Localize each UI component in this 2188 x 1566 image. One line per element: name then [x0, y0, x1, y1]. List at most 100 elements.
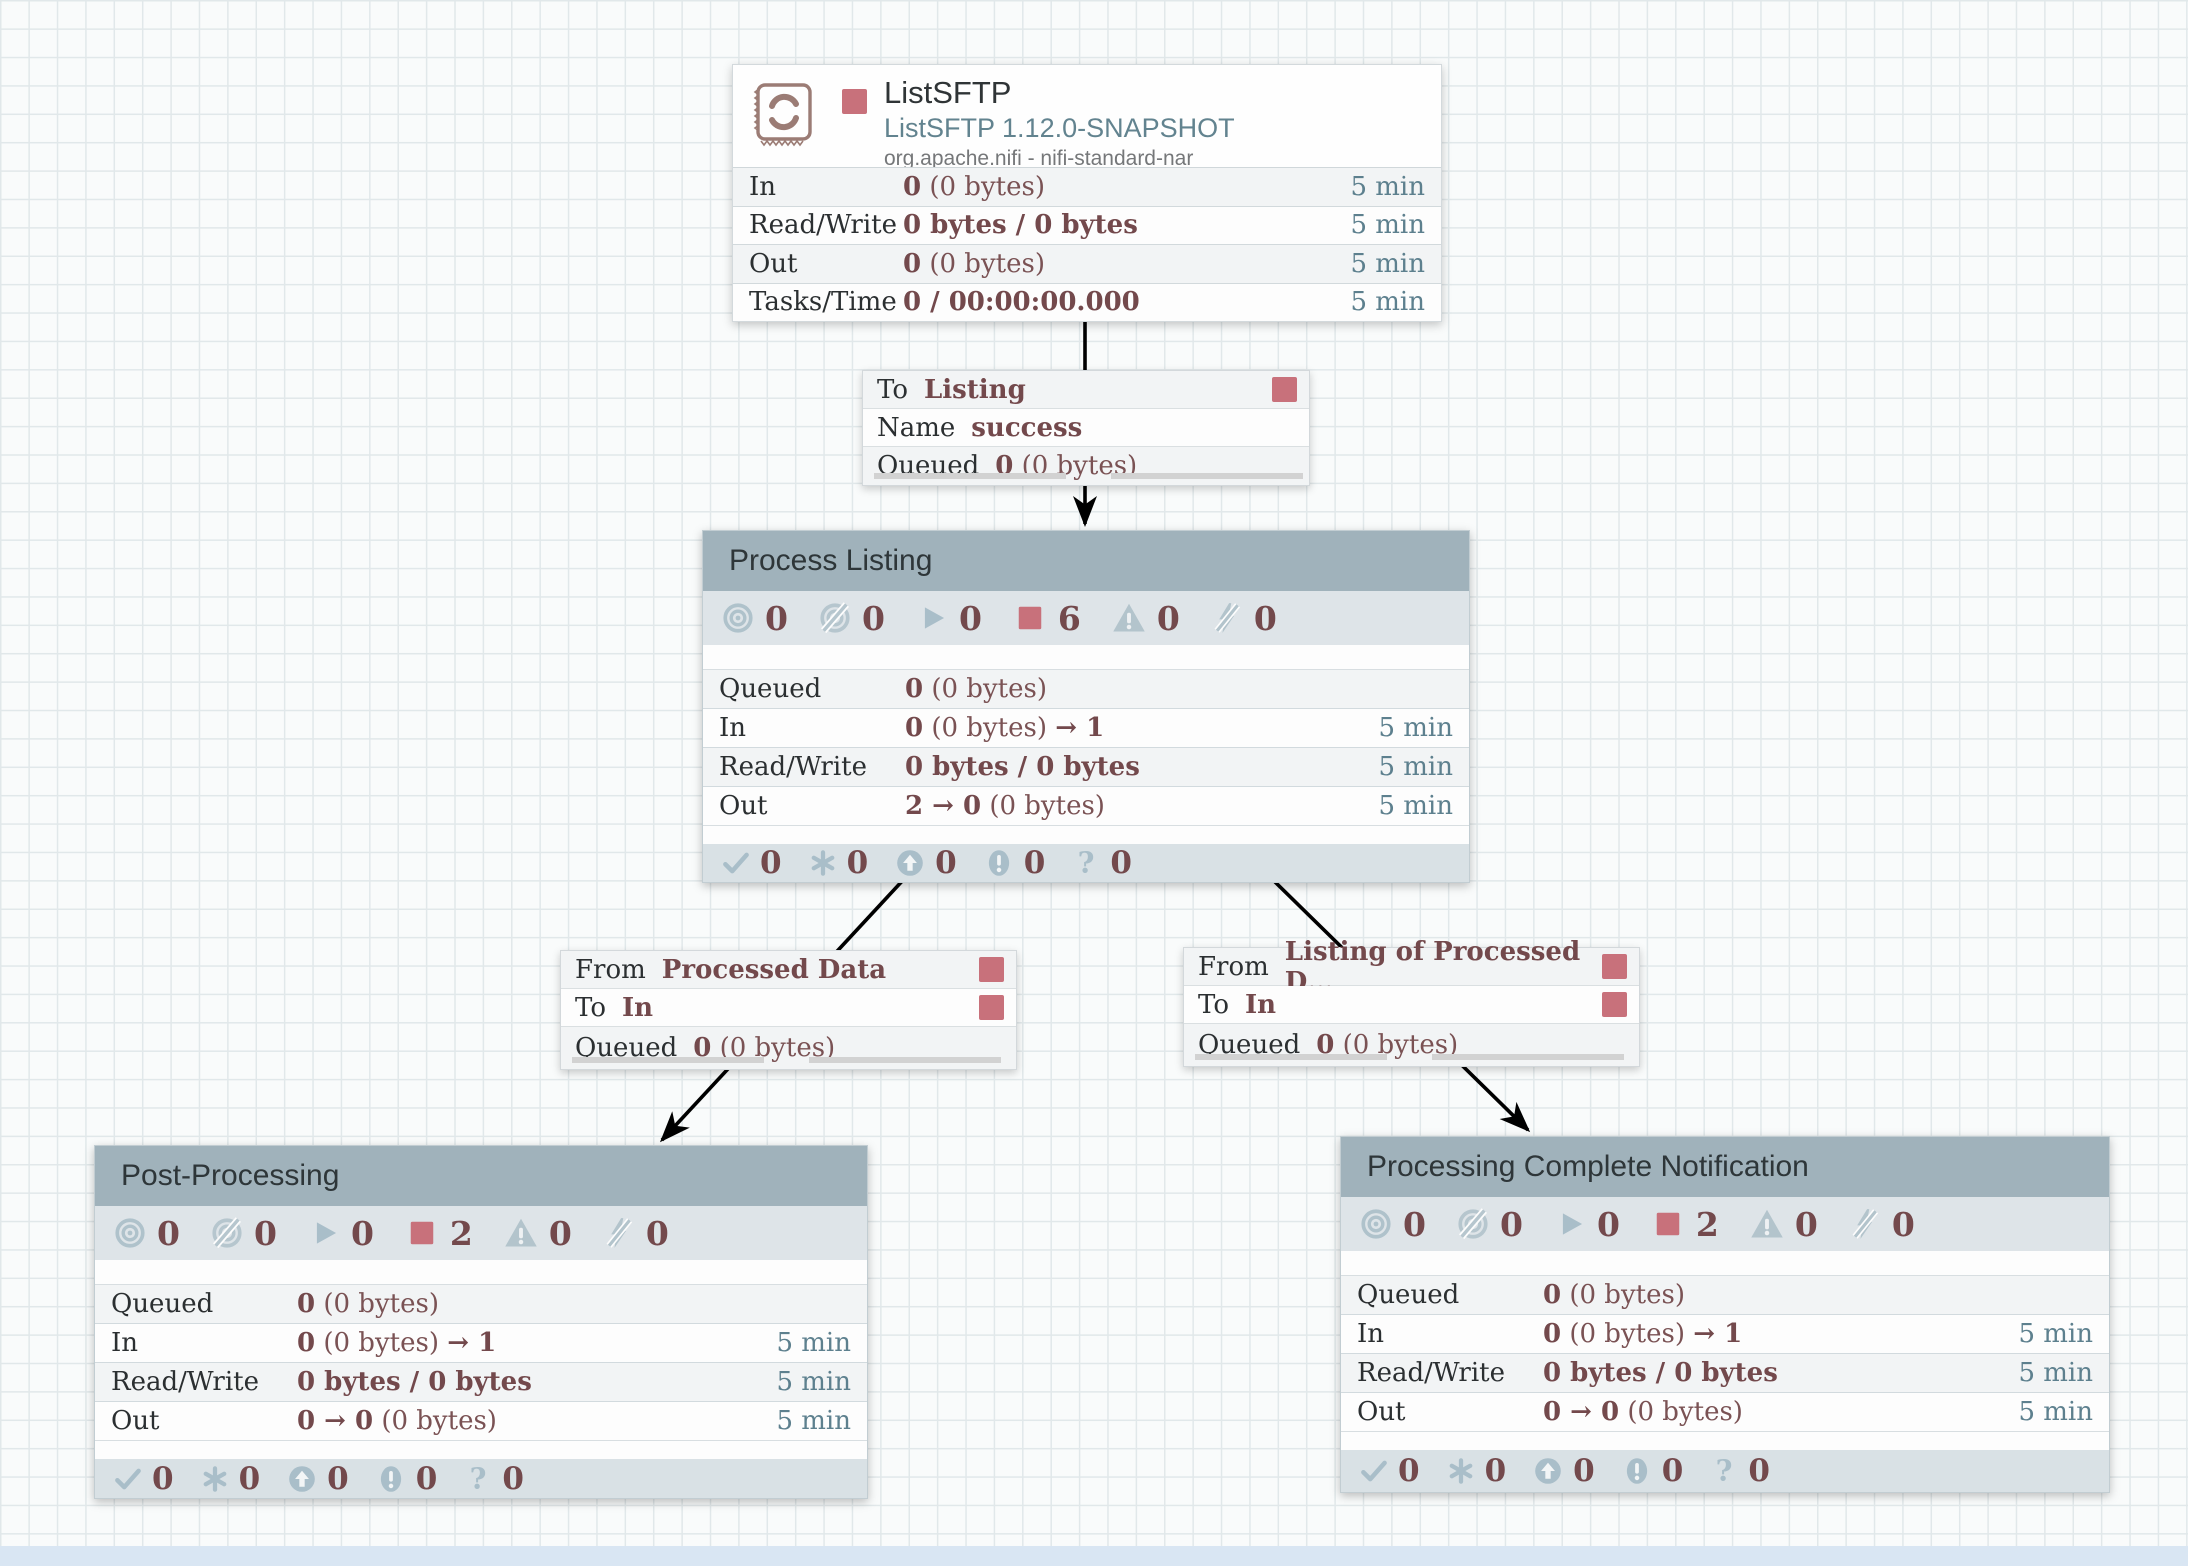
up-to-date-icon	[721, 848, 751, 878]
stopped-icon	[1012, 600, 1048, 636]
connection-value: Listing	[923, 374, 1026, 405]
stopped-state-icon	[1602, 954, 1627, 979]
queued-count: 0	[1316, 1030, 1335, 1060]
invalid-icon	[503, 1215, 539, 1251]
stat-row-out: Out 0 → 0 (0 bytes) 5 min	[1341, 1392, 2109, 1431]
connection-key: From	[1198, 951, 1269, 982]
processor-icon	[753, 83, 812, 147]
process-group-header: Post-Processing	[95, 1146, 867, 1206]
stat-row-tasks: Tasks/Time 0 / 00:00:00.000 5 min	[733, 282, 1441, 321]
connection-value: success	[971, 412, 1083, 443]
stopped-state-icon	[842, 89, 867, 114]
running-count: 0	[350, 1213, 374, 1253]
stat-window: 5 min	[1378, 713, 1453, 743]
not-transmitting-icon	[818, 601, 852, 635]
stat-row-out: Out 0 → 0 (0 bytes) 5 min	[95, 1401, 867, 1440]
running-icon	[307, 1216, 341, 1250]
queue-progressbar	[1432, 1054, 1624, 1060]
up-to-date-count: 0	[760, 845, 782, 881]
stale-count: 0	[327, 1460, 349, 1497]
stat-label: In	[719, 713, 747, 743]
stat-value: 0 bytes / 0 bytes	[297, 1367, 532, 1397]
stopped-count: 2	[449, 1213, 473, 1253]
transmitting-icon	[113, 1216, 147, 1250]
locally-modified-stale-icon	[983, 847, 1015, 879]
spacer	[703, 645, 1469, 669]
stat-label: Read/Write	[749, 210, 898, 241]
not-transmitting-icon	[1456, 1207, 1490, 1241]
stat-value: 0 → 0 (0 bytes)	[1543, 1397, 1743, 1427]
process-group-status-bar: 0 0 0 6 0 0	[703, 591, 1469, 645]
stat-value: 0 (0 bytes) → 1	[297, 1328, 497, 1358]
process-group-status-bar: 0 0 0 2 0 0	[1341, 1197, 2109, 1251]
connection-queued-row: Queued 0 (0 bytes)	[863, 447, 1309, 485]
connection-label-listing-of-processed[interactable]: From Listing of Processed D… To In Queue…	[1183, 937, 1640, 1067]
stat-value: 0 (0 bytes)	[903, 248, 1045, 279]
locally-modified-stale-count: 0	[415, 1460, 438, 1497]
connection-key: To	[575, 992, 606, 1023]
queue-progressbar	[1111, 473, 1303, 479]
stat-value: 0 (0 bytes) → 1	[905, 713, 1105, 743]
spacer	[1341, 1432, 2109, 1450]
disabled-icon	[1848, 1207, 1882, 1241]
up-to-date-count: 0	[1398, 1453, 1420, 1489]
transmitting-count: 0	[157, 1213, 180, 1253]
process-group-title: Process Listing	[729, 544, 933, 577]
connection-label-success[interactable]: To Listing Name success Queued 0 (0 byte…	[862, 370, 1310, 486]
version-status-bar: 0 0 0 0 0	[703, 844, 1469, 882]
spacer	[703, 826, 1469, 844]
processor-stats: In 0 (0 bytes) 5 min Read/Write 0 bytes …	[733, 167, 1441, 321]
invalid-count: 0	[548, 1213, 572, 1253]
stat-row-readwrite: Read/Write 0 bytes / 0 bytes 5 min	[733, 205, 1441, 244]
connection-to-row: To Listing	[863, 371, 1309, 409]
processor-listsftp[interactable]: ListSFTP ListSFTP 1.12.0-SNAPSHOT org.ap…	[732, 64, 1442, 322]
processor-bundle: org.apache.nifi - nifi-standard-nar	[884, 147, 1194, 170]
stale-icon	[286, 1463, 318, 1495]
stat-row-readwrite: Read/Write 0 bytes / 0 bytes 5 min	[95, 1362, 867, 1401]
stat-label: Read/Write	[1357, 1358, 1506, 1388]
stat-label: Out	[719, 791, 768, 821]
stopped-state-icon	[1272, 377, 1297, 402]
stat-value: 2 → 0 (0 bytes)	[905, 791, 1105, 821]
stat-label: Out	[749, 248, 798, 279]
stat-label: In	[111, 1328, 139, 1358]
locally-modified-count: 0	[238, 1460, 261, 1497]
stat-value: 0 → 0 (0 bytes)	[297, 1406, 497, 1436]
locally-modified-stale-count: 0	[1023, 845, 1046, 881]
stat-value: 0 (0 bytes)	[1543, 1280, 1685, 1310]
stat-window: 5 min	[1378, 752, 1453, 782]
stopped-count: 2	[1695, 1204, 1719, 1244]
process-group-stats: Queued 0 (0 bytes) In 0 (0 bytes) → 1 5 …	[703, 669, 1469, 826]
process-group-title: Post-Processing	[121, 1159, 340, 1192]
locally-modified-icon	[200, 1464, 230, 1494]
stat-window: 5 min	[776, 1406, 851, 1436]
connection-key: From	[575, 954, 646, 985]
process-group-processing-complete-notification[interactable]: Processing Complete Notification 0 0 0 2…	[1340, 1136, 2110, 1493]
connection-value: In	[1244, 989, 1277, 1020]
stopped-state-icon	[979, 995, 1004, 1020]
sync-failure-icon	[1709, 1456, 1739, 1486]
stopped-icon	[404, 1215, 440, 1251]
version-status-bar: 0 0 0 0 0	[95, 1459, 867, 1498]
connection-value: In	[621, 992, 654, 1023]
process-group-process-listing[interactable]: Process Listing 0 0 0 6 0 0 Queued 0 (0 …	[702, 530, 1470, 883]
locally-modified-stale-count: 0	[1661, 1453, 1684, 1489]
stale-icon	[1532, 1455, 1564, 1487]
connection-key: To	[1198, 989, 1229, 1020]
stat-window: 5 min	[1350, 210, 1425, 241]
process-group-post-processing[interactable]: Post-Processing 0 0 0 2 0 0 Queued 0 (0 …	[94, 1145, 868, 1499]
invalid-icon	[1111, 600, 1147, 636]
stat-label: Out	[1357, 1397, 1406, 1427]
sync-failure-icon	[463, 1464, 493, 1494]
queued-count: 0	[693, 1033, 712, 1063]
connection-name-row: Name success	[863, 409, 1309, 447]
processor-type: ListSFTP 1.12.0-SNAPSHOT	[884, 113, 1235, 143]
process-group-header: Processing Complete Notification	[1341, 1137, 2109, 1197]
connection-key: Name	[877, 412, 956, 443]
connection-label-processed-data[interactable]: From Processed Data To In Queued 0 (0 by…	[560, 950, 1017, 1070]
stat-label: Tasks/Time	[749, 287, 897, 318]
up-to-date-icon	[113, 1464, 143, 1494]
stat-window: 5 min	[2018, 1358, 2093, 1388]
stat-value: 0 (0 bytes)	[297, 1289, 439, 1319]
